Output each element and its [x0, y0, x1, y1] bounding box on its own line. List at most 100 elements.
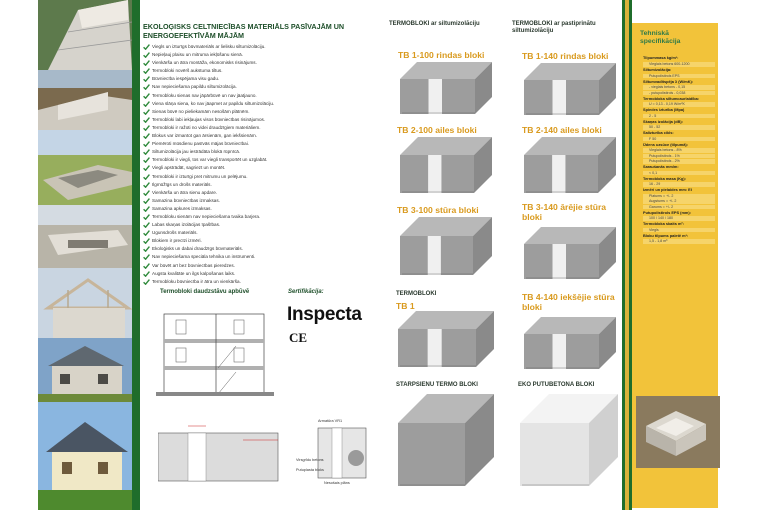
spec-row-value: 1,5 - 1,8 m³	[643, 239, 715, 245]
certification-label: Sertifikācija:	[288, 289, 324, 295]
checkmark-icon	[143, 60, 150, 67]
feature-item: Nav nepieciešama papildu siltumizolācija…	[143, 84, 381, 91]
feature-item: Viegli apstrādāt, sagriezt un montēt.	[143, 165, 381, 172]
spec-row-value: Platums = +/- 2	[643, 193, 715, 199]
heading-starpsienu: STARPSIENU TERMO BLOKI	[396, 382, 478, 388]
heading-termobloki-siltumizolaciju: TERMOBLOKI ar siltumizolāciju	[389, 21, 480, 27]
spec-row-heading: Ūdens uzsūce (tilpumā):	[643, 141, 688, 147]
title-tb3-100: TB 3-100 stūra bloki	[397, 205, 479, 215]
spec-row-value: Putupolistirols - 2%	[643, 159, 715, 164]
photo-block-wall	[38, 0, 132, 70]
spec-photo-blocks	[636, 396, 720, 468]
feature-item: Vienkārša un ātra sienu apdare.	[143, 190, 381, 196]
checkmark-icon	[143, 181, 150, 188]
spec-row-value: Augstums = +/- 2	[643, 199, 715, 204]
checkmark-icon	[143, 165, 150, 172]
photo-site	[38, 205, 132, 268]
apbuve-label: Termobloki daudzstāvu apbūvē	[160, 289, 250, 295]
spec-row-heading: Skaņas izolācija (dB):	[643, 118, 683, 124]
spec-row-value: U = 0,13 - 0,19 W/m²K	[643, 102, 715, 107]
feature-text: Ugunsdrošs materiāls.	[152, 230, 198, 236]
feature-item: Termobloku sienas nav jāpārbūvē un nav j…	[143, 93, 381, 99]
title-tb4-140: TB 4-140 iekšējie stūra bloki	[522, 292, 615, 312]
spec-row-heading: Saraušanās mm/m:	[643, 164, 679, 170]
checkmark-icon	[143, 76, 150, 83]
gold-stripe	[625, 0, 629, 510]
feature-text: Samazina apkures izmaksas.	[152, 205, 212, 211]
feature-text: Blokus var izmantot gan ārsienām, gan ie…	[152, 133, 257, 139]
feature-text: Ilgmūžīgs un drošs materiāls.	[152, 181, 212, 187]
feature-text: Vienkārša un ātra sienu apdare.	[152, 189, 218, 195]
feature-item: Ilgmūžīgs un drošs materiāls.	[143, 182, 381, 188]
spec-row-value: 2 - 5	[643, 113, 715, 119]
feature-text: Termobloku būvniecība ir ātra un vienkār…	[152, 278, 241, 284]
feature-text: Labas skaņas izolācijas īpašības.	[152, 222, 221, 228]
spec-row-heading: Siltumvadītspēja λ (W/mK):	[643, 78, 694, 84]
feature-item: Termobloku būvniecība ir ātra un vienkār…	[143, 279, 381, 285]
block-starpsienu	[398, 394, 494, 491]
checkmark-icon	[143, 206, 150, 212]
feature-item: Siltumizolācija jau iestrādāta blokā rūp…	[143, 149, 381, 156]
photo-house-unfinished	[38, 338, 132, 402]
checkmark-icon	[143, 100, 150, 107]
block-eko	[520, 394, 618, 491]
tech-spec-title: Tehniskā specifikācija	[640, 30, 681, 45]
feature-item: Termobloki ir viegli, tos var viegli tra…	[143, 157, 381, 164]
spec-row-heading: Spiedes izturība (Mpa)	[643, 107, 685, 113]
feature-text: Viegli apstrādāt, sagriezt un montēt.	[152, 165, 226, 171]
feature-text: Termobloki novērš aukstuma tiltus.	[152, 68, 223, 74]
feature-text: Samazina būvniecības izmaksas.	[152, 197, 220, 203]
feature-text: Blokiem ir precīzi izmēri.	[152, 238, 202, 244]
feature-item: Termobloku sienām nav nepieciešama tvaik…	[143, 214, 381, 220]
tech-spec-list: Tilpummasa kg/m³:Vieglais betons 600-120…	[643, 55, 715, 245]
checkmark-icon	[143, 230, 150, 237]
feature-text: Sienas būvē no pieliekamām nesošām plātn…	[152, 108, 250, 114]
feature-text: Termobloki labi iekļaujas visos būvniecī…	[152, 116, 266, 122]
title-tb3-140: TB 3-140 ārējie stūra bloki	[522, 202, 607, 222]
checkmark-icon	[143, 189, 150, 196]
features-heading: EKOLOĢISKS CELTNIECĪBAS MATERIĀLS PASĪVA…	[143, 22, 345, 40]
spec-row-value: Viegls	[643, 227, 715, 233]
checkmark-icon	[143, 157, 150, 164]
spec-row-value: Vieglais betons - 8%	[643, 148, 715, 154]
feature-item: Termobloki labi iekļaujas visos būvniecī…	[143, 117, 381, 123]
checkmark-icon	[143, 246, 150, 253]
spec-row-heading: Putupolistirols EPS (mm):	[643, 209, 691, 215]
title-tb1: TB 1	[396, 301, 415, 311]
photo-wall-construction	[38, 70, 132, 130]
feature-text: Termobloki ir viegli, tos var viegli tra…	[152, 157, 268, 163]
feature-item: Viena slāņa siena, ko nav jāapmet ar pap…	[143, 101, 381, 107]
feature-item: Blokus var izmantot gan ārsienām, gan ie…	[143, 133, 381, 140]
feature-text: Termobloki ir ražoti no videi draudzīgie…	[152, 124, 261, 130]
feature-text: Nepieļauj plaisu un mitruma iekļūšanu si…	[152, 52, 243, 58]
checkmark-icon	[143, 108, 150, 115]
heading-termobloki: TERMOBLOKI	[396, 291, 437, 297]
checkmark-icon	[143, 270, 150, 277]
feature-text: Var būvēt arī bez būvniecības pieredzes.	[152, 262, 235, 268]
block-tb3-140	[524, 227, 616, 284]
checkmark-icon	[143, 173, 150, 180]
green-divider-left	[132, 0, 140, 510]
checkmark-icon	[143, 44, 150, 50]
feature-item: Nepieļauj plaisu un mitruma iekļūšanu si…	[143, 52, 381, 59]
photo-column	[38, 0, 132, 510]
feature-item: Sienas būvē no pieliekamām nesošām plātn…	[143, 109, 381, 115]
spec-row-value: 100 / 140 / 180	[643, 216, 715, 221]
spec-row-value: Putupolistirols EPS	[643, 73, 715, 79]
feature-item: Piemēroti mūsdienu pasīvās mājas būvniec…	[143, 141, 381, 148]
spec-row-value: Putupolistirols - 1%	[643, 153, 715, 159]
heading-termobloki-pastiprinatu: TERMOBLOKI ar pastiprinātu siltumizolāci…	[512, 21, 596, 34]
block-tb1	[398, 311, 494, 372]
checkmark-icon	[143, 214, 150, 220]
checkmark-icon	[143, 278, 150, 285]
photo-house-finished	[38, 402, 132, 510]
spec-row-heading: Tilpummasa kg/m³:	[643, 55, 679, 61]
feature-item: Var būvēt arī bez būvniecības pieredzes.	[143, 263, 381, 269]
feature-text: Nav nepieciešama speciāla tehnika un ins…	[152, 254, 256, 260]
feature-item: Termobloki ir ražoti no videi draudzīgie…	[143, 125, 381, 131]
label-virsgridu: Virsgrīdu betons	[296, 458, 324, 462]
checkmark-icon	[143, 197, 150, 204]
checkmark-icon	[143, 262, 150, 269]
label-putuplasta: Putuplasta bloks	[296, 468, 324, 472]
spec-row-heading: Termobloka masa (Kg):	[643, 175, 686, 181]
